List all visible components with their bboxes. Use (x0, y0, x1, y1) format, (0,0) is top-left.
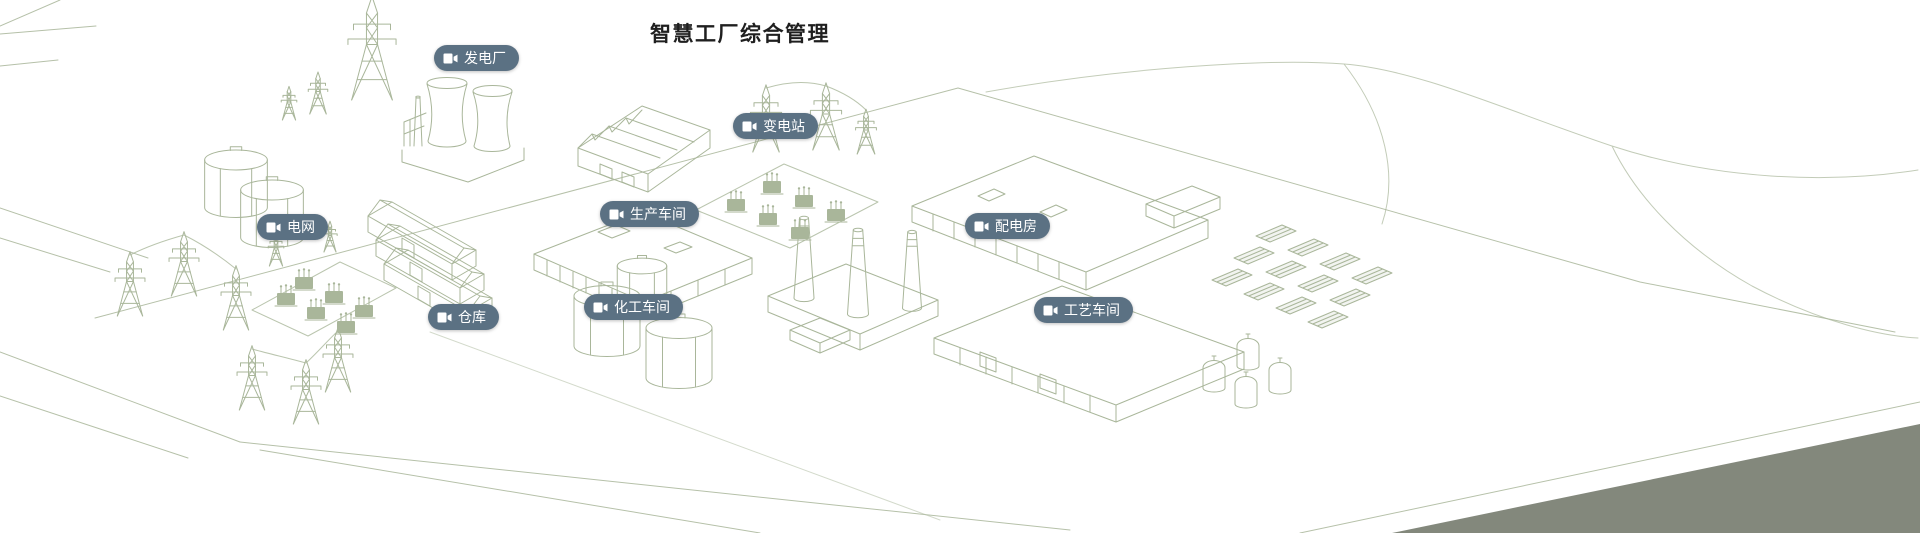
hotspot-warehouse[interactable]: 仓库 (428, 304, 499, 330)
hotspot-label: 生产车间 (630, 206, 686, 222)
hotspot-label: 配电房 (995, 218, 1037, 234)
production-hall-building (533, 211, 753, 319)
power-lines (129, 81, 867, 364)
hotspot-substation[interactable]: 变电站 (733, 113, 818, 139)
power-plant-building (401, 77, 525, 183)
hotspot-chemical-workshop[interactable]: 化工车间 (584, 294, 683, 320)
substation-yard (695, 163, 879, 249)
power-grid-yard (251, 220, 397, 337)
page-title: 智慧工厂综合管理 (650, 23, 830, 46)
hotspot-label: 仓库 (458, 309, 486, 325)
chemical-plant-block (767, 215, 939, 354)
hotspot-label: 变电站 (763, 118, 805, 134)
transmission-towers (114, 0, 877, 425)
hotspot-label: 发电厂 (464, 50, 506, 66)
hotspot-label: 工艺车间 (1064, 302, 1120, 318)
silo-tanks (1202, 333, 1292, 409)
road-surface (1392, 424, 1920, 533)
process-hall-building (933, 285, 1245, 423)
hotspot-label: 化工车间 (614, 299, 670, 315)
video-camera-icon (443, 53, 458, 64)
hotspot-distribution-room[interactable]: 配电房 (965, 213, 1050, 239)
video-camera-icon (742, 121, 757, 132)
video-camera-icon (266, 222, 281, 233)
hotspot-power-plant[interactable]: 发电厂 (434, 45, 519, 71)
video-camera-icon (593, 302, 608, 313)
video-camera-icon (1043, 305, 1058, 316)
video-camera-icon (609, 209, 624, 220)
sawtooth-factory-building (577, 105, 711, 193)
video-camera-icon (437, 312, 452, 323)
hotspot-power-grid[interactable]: 电网 (257, 214, 328, 240)
hotspot-process-workshop[interactable]: 工艺车间 (1034, 297, 1133, 323)
solar-panel-array (1211, 224, 1393, 329)
storage-tanks (204, 146, 713, 389)
distribution-hall-building (911, 155, 1221, 291)
hotspot-production-workshop[interactable]: 生产车间 (600, 201, 699, 227)
video-camera-icon (974, 221, 989, 232)
field-boundaries (985, 61, 1919, 339)
hotspot-label: 电网 (287, 219, 315, 235)
